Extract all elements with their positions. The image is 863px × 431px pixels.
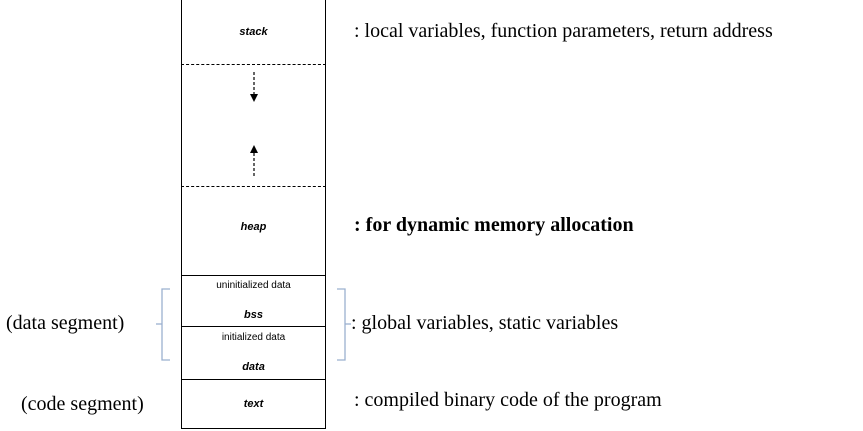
text-description: : compiled binary code of the program <box>354 389 662 411</box>
text-segment-label: text <box>243 398 264 410</box>
stack-boundary-line <box>181 64 326 65</box>
left-bracket-icon <box>156 288 170 361</box>
bss-top-line <box>181 275 326 276</box>
right-bracket-icon <box>337 288 351 361</box>
heap-boundary-line <box>181 186 326 187</box>
down-arrow-icon <box>250 72 258 102</box>
bss-segment-label: bss <box>244 309 263 321</box>
up-arrow-icon <box>250 145 258 177</box>
text-top-line <box>181 379 326 380</box>
code-segment-side-label: (code segment) <box>21 393 144 415</box>
data-segment-label: data <box>242 361 265 373</box>
uninitialized-data-label: uninitialized data <box>216 280 291 291</box>
data-description: : global variables, static variables <box>351 312 619 334</box>
heap-segment-label: heap <box>240 221 267 233</box>
stack-description: : local variables, function parameters, … <box>354 20 773 42</box>
stack-segment-label: stack <box>239 26 268 38</box>
bss-data-divider <box>181 326 326 327</box>
data-segment-side-label: (data segment) <box>6 312 125 334</box>
initialized-data-label: initialized data <box>221 332 286 343</box>
heap-description: : for dynamic memory allocation <box>354 214 634 236</box>
memory-column <box>181 0 326 429</box>
